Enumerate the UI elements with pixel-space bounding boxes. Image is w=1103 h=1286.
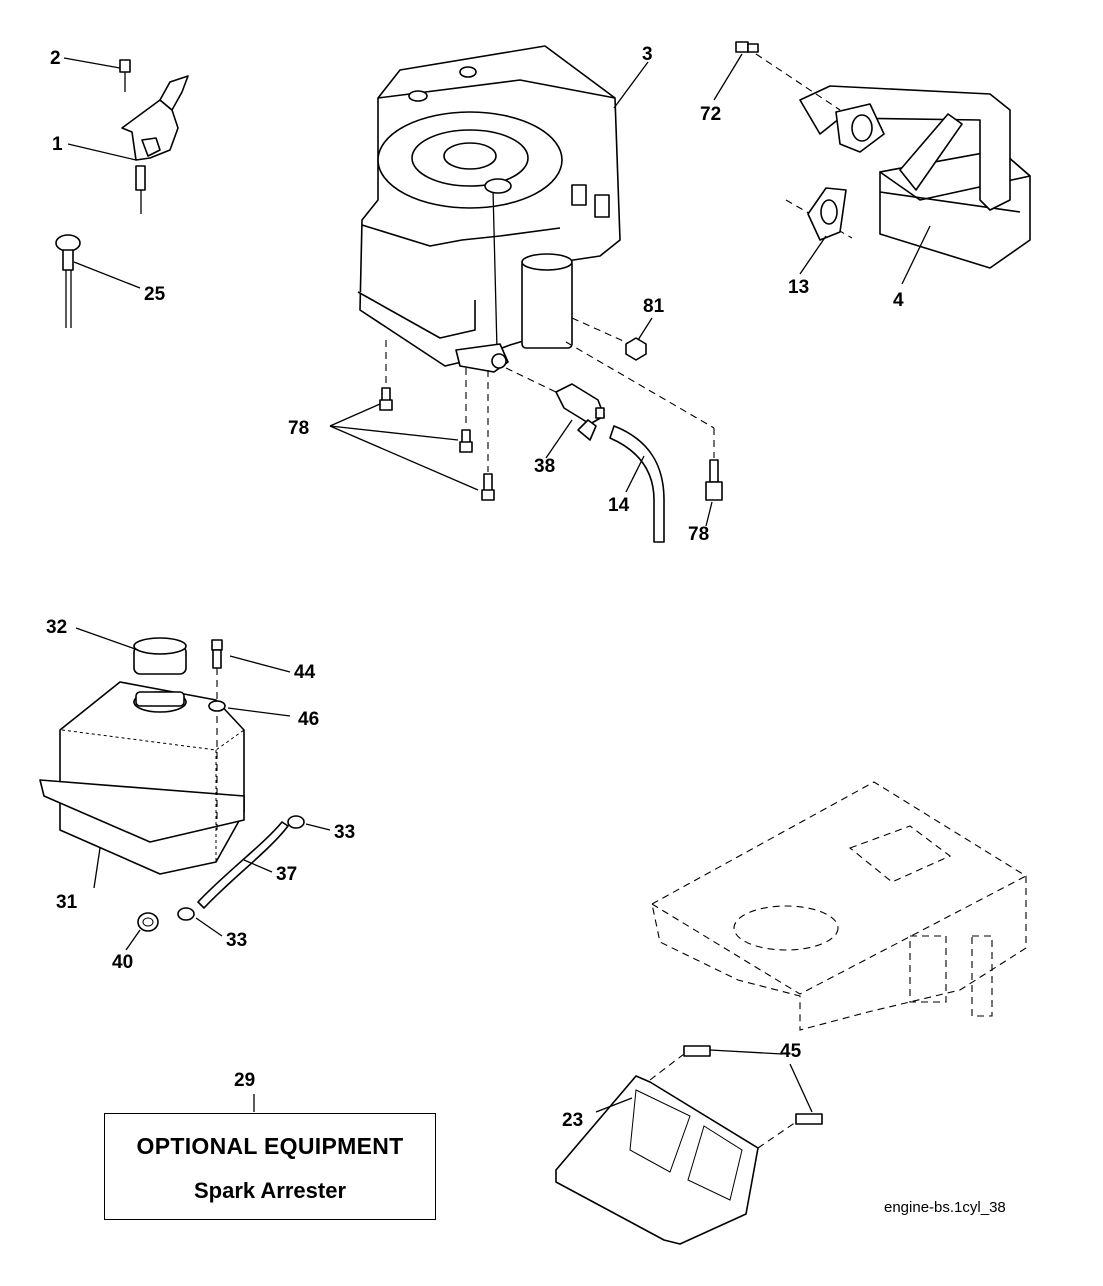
callout-label: 81 [643,296,665,317]
muffler-part [799,85,1031,269]
callout-label: 37 [276,864,297,885]
callout-label: 38 [534,456,555,477]
heat-shield-part [555,1075,759,1245]
callout-label: 4 [893,290,904,311]
fuel-tank-part [39,681,245,875]
washer-part [208,700,226,712]
engine-part [357,45,621,373]
grommet-part [137,912,159,932]
callout-label: 14 [608,495,630,516]
callout-label: 78 [288,418,309,439]
dipstick-part [55,234,81,328]
callout-label: 31 [56,892,78,913]
screw-part [211,639,223,669]
callout-label: 2 [50,48,61,69]
gasket-part [807,187,847,241]
nut-part [625,337,647,361]
fuel-cap-part [133,637,187,675]
callout-label: 33 [334,822,355,843]
callout-label: 78 [688,524,709,545]
fuel-filter-part [555,383,605,441]
callout-label: 40 [112,952,133,973]
optional-equipment-box: OPTIONAL EQUIPMENT Spark Arrester [104,1113,436,1220]
callout-label: 13 [788,277,809,298]
callout-label: 33 [226,930,247,951]
callout-label: 32 [46,617,67,638]
throttle-control-part [119,59,189,214]
callout-label: 1 [52,134,63,155]
callout-label: 29 [234,1070,255,1091]
exhaust-bolt-part [735,41,759,53]
fuel-line-part [609,425,665,543]
optional-equipment-subtitle: Spark Arrester [193,1178,347,1203]
callout-label: 3 [642,44,653,65]
callout-label: 44 [294,662,316,683]
callout-label: 72 [700,104,721,125]
hose-clamp-part [177,815,305,921]
callout-label: 45 [780,1041,802,1062]
callout-label: 46 [298,709,319,730]
callout-label: 25 [144,284,166,305]
bolt-part [379,387,723,501]
frame-part [651,781,1027,1031]
fuel-hose-part [197,821,289,909]
optional-equipment-title: OPTIONAL EQUIPMENT [136,1133,404,1159]
shield-bolt-part [683,1045,823,1125]
reference-code: engine-bs.1cyl_38 [884,1199,1006,1216]
callout-label: 23 [562,1110,583,1131]
